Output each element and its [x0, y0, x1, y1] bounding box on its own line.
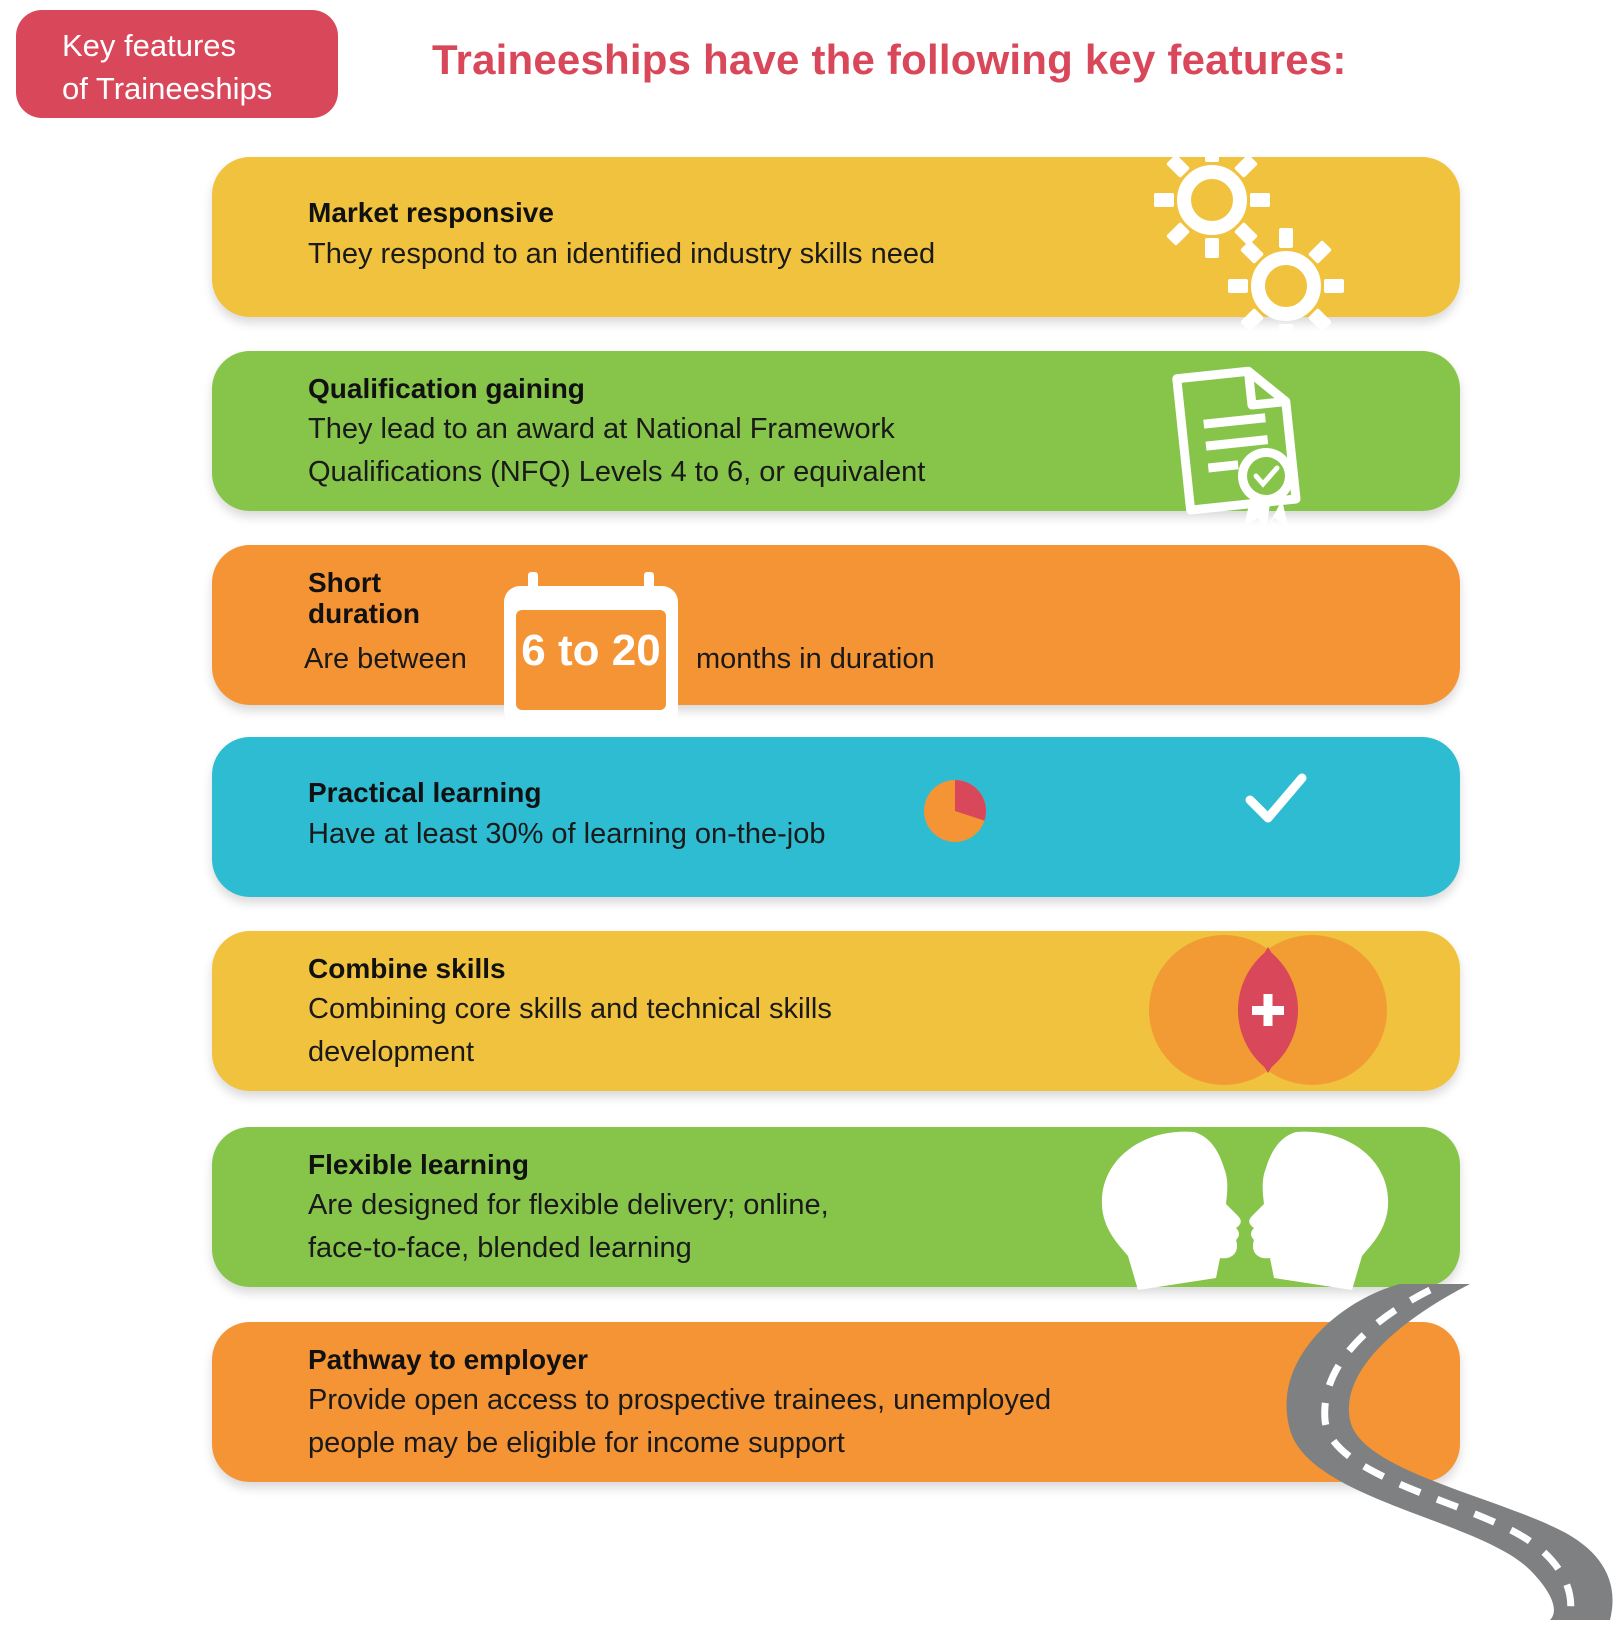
- duration-before-text: Are between: [304, 643, 467, 675]
- venn-plus-icon: [1149, 935, 1387, 1085]
- feature-desc-line: They respond to an identified industry s…: [308, 238, 936, 270]
- feature-desc: Provide open access to prospective train…: [308, 1379, 1051, 1465]
- duration-range: 6 to 20: [521, 626, 661, 675]
- pie-chart-icon: [924, 780, 986, 842]
- gears-icon: [1154, 142, 1344, 344]
- feature-desc-line: face-to-face, blended learning: [308, 1232, 692, 1264]
- feature-title: Combine skills: [308, 953, 506, 984]
- feature-desc-line: Combining core skills and technical skil…: [308, 993, 832, 1025]
- feature-desc: They lead to an award at National Framew…: [308, 408, 925, 494]
- feature-card-short-duration: Short duration Are between months in dur…: [212, 545, 1460, 705]
- feature-desc-line: Qualifications (NFQ) Levels 4 to 6, or e…: [308, 456, 926, 488]
- tag-line-2: of Traineeships: [62, 71, 273, 106]
- feature-card-pathway-to-employer: Pathway to employer Provide open access …: [212, 1322, 1460, 1482]
- feature-desc-line: Have at least 30% of learning on-the-job: [308, 818, 826, 850]
- certificate-icon: [1172, 366, 1301, 530]
- feature-desc-line: Are designed for flexible delivery; onli…: [308, 1189, 829, 1221]
- feature-desc: Have at least 30% of learning on-the-job: [308, 813, 825, 856]
- feature-desc-line: development: [308, 1036, 475, 1068]
- feature-title-line: duration: [308, 598, 420, 629]
- feature-desc-line: people may be eligible for income suppor…: [308, 1427, 845, 1459]
- tag-line-1: Key features: [62, 28, 237, 63]
- feature-card-practical-learning: Practical learning Have at least 30% of …: [212, 737, 1460, 897]
- feature-title: Qualification gaining: [308, 373, 585, 404]
- feature-card-flexible-learning: Flexible learning Are designed for flexi…: [212, 1127, 1460, 1287]
- feature-desc: They respond to an identified industry s…: [308, 233, 935, 276]
- page-title: Traineeships have the following key feat…: [432, 36, 1347, 83]
- duration-after-text: months in duration: [696, 643, 935, 675]
- feature-desc-line: They lead to an award at National Framew…: [308, 413, 895, 445]
- feature-title-line: Short: [308, 567, 382, 598]
- feature-title: Short duration: [308, 567, 420, 629]
- calendar-icon: 6 to 20: [498, 570, 684, 730]
- feature-desc: Are designed for flexible delivery; onli…: [308, 1184, 829, 1270]
- road-icon: [1286, 1284, 1613, 1620]
- feature-title: Pathway to employer: [308, 1344, 589, 1375]
- feature-title: Flexible learning: [308, 1149, 529, 1180]
- feature-desc-line: Provide open access to prospective train…: [308, 1384, 1052, 1416]
- feature-title: Practical learning: [308, 777, 542, 808]
- section-tag: Key features of Traineeships: [16, 10, 338, 118]
- feature-title: Market responsive: [308, 197, 554, 228]
- checkmark-icon: [1245, 773, 1307, 823]
- feature-desc: Combining core skills and technical skil…: [308, 988, 832, 1074]
- two-heads-icon: [1101, 1131, 1389, 1290]
